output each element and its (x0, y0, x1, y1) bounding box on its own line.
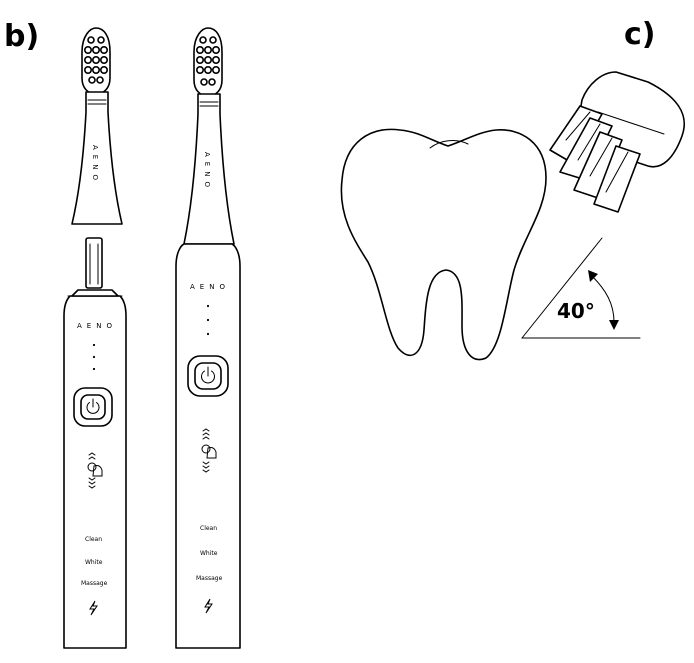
power-icon (201, 366, 215, 384)
left-mode-clean: Clean (85, 536, 102, 543)
angle-indicator: 40° (521, 237, 641, 339)
right-mode-white: White (200, 550, 218, 557)
touch-gesture-icon (201, 428, 217, 473)
panel-c-label: c) (624, 17, 656, 52)
left-power-button[interactable] (73, 387, 113, 427)
left-mode-massage: Massage (81, 580, 108, 587)
left-head-brand: AENO (91, 145, 99, 185)
left-brush-head: AENO (71, 27, 123, 225)
tooth-illustration (340, 128, 547, 361)
right-power-button[interactable] (187, 355, 229, 397)
lightning-icon (89, 600, 98, 616)
left-body-brand: AENO (77, 322, 117, 330)
panel-b-label: b) (4, 19, 39, 54)
left-mode-white: White (85, 559, 103, 566)
brush-head-angled (549, 71, 685, 213)
power-icon (86, 398, 100, 414)
lightning-icon (204, 598, 213, 614)
angle-label: 40° (557, 299, 595, 323)
right-mode-clean: Clean (200, 525, 217, 532)
touch-gesture-icon (87, 452, 103, 489)
left-toothbrush-handle: AENO Clean White Massage (63, 237, 127, 649)
right-toothbrush: AENO AENO Clean White Massage (175, 27, 241, 649)
bristle-tufts (84, 36, 109, 84)
right-head-brand: AENO (203, 152, 211, 192)
bristle-tufts (196, 36, 221, 86)
right-body-brand: AENO (190, 283, 230, 291)
right-mode-massage: Massage (196, 575, 223, 582)
